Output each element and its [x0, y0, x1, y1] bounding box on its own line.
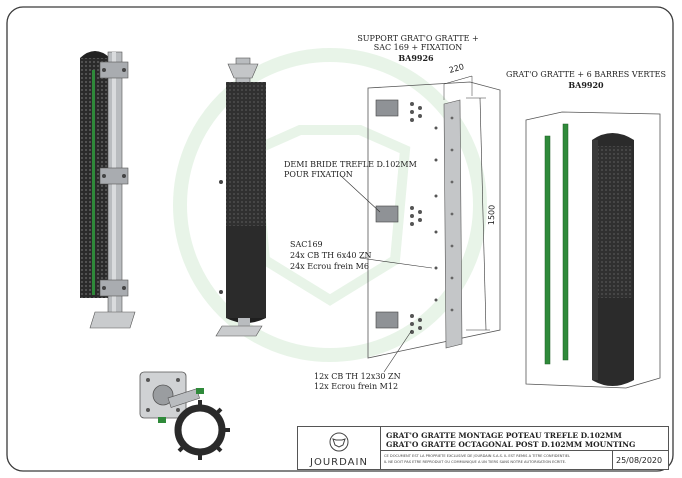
- gratte-kit: [525, 111, 661, 389]
- top-view-detail: [139, 371, 230, 460]
- sac-label-2: 24x CB TH 6x40 ZN: [290, 251, 372, 260]
- logo-cell: JOURDAIN: [298, 427, 381, 469]
- title-divider: [380, 450, 668, 451]
- sac-label-3: 24x Ecrou frein M6: [290, 262, 369, 271]
- watermark-logo: [173, 48, 487, 362]
- confidential-notice-1: CE DOCUMENT EST LA PROPRIETE EXCLUSIVE D…: [384, 454, 570, 458]
- confidential-notice-2: IL NE DOIT PAS ETRE REPRODUIT OU COMMUNI…: [384, 460, 567, 464]
- sheet-border: [6, 6, 674, 472]
- brand-name: JOURDAIN: [310, 457, 368, 468]
- post-assembly-brush: [215, 57, 266, 337]
- bolts-label-2: 12x Ecrou frein M12: [314, 382, 399, 391]
- title-block: JOURDAIN GRAT'O GRATTE MONTAGE POTEAU TR…: [297, 426, 669, 470]
- drawing-date: 25/08/2020: [616, 456, 663, 465]
- gratte-ref: BA9920: [568, 80, 604, 90]
- drawing-title-fr: GRAT'O GRATTE MONTAGE POTEAU TREFLE D.10…: [386, 431, 622, 440]
- demi-bride-label-2: POUR FIXATION: [284, 170, 353, 179]
- post-assembly-front: [80, 51, 136, 329]
- support-title-line-1: SUPPORT GRAT'O GRATTE +: [357, 34, 479, 43]
- dim-height: 1500: [486, 204, 497, 226]
- support-title-line-2: SAC 169 + FIXATION: [373, 43, 463, 52]
- demi-bride-label-1: DEMI BRIDE TREFLE D.102MM: [284, 160, 417, 169]
- support-ref: BA9926: [398, 53, 434, 63]
- drawing-title-en: GRAT'O GRATTE OCTAGONAL POST D.102MM MOU…: [386, 440, 636, 449]
- sac-label-1: SAC169: [290, 240, 323, 249]
- cow-head-icon: [329, 432, 349, 452]
- gratte-title: GRAT'O GRATTE + 6 BARRES VERTES: [506, 70, 666, 79]
- leader-lines: [339, 174, 433, 373]
- support-kit: [367, 75, 501, 359]
- date-divider: [612, 450, 613, 469]
- bolts-label-1: 12x CB TH 12x30 ZN: [314, 372, 401, 381]
